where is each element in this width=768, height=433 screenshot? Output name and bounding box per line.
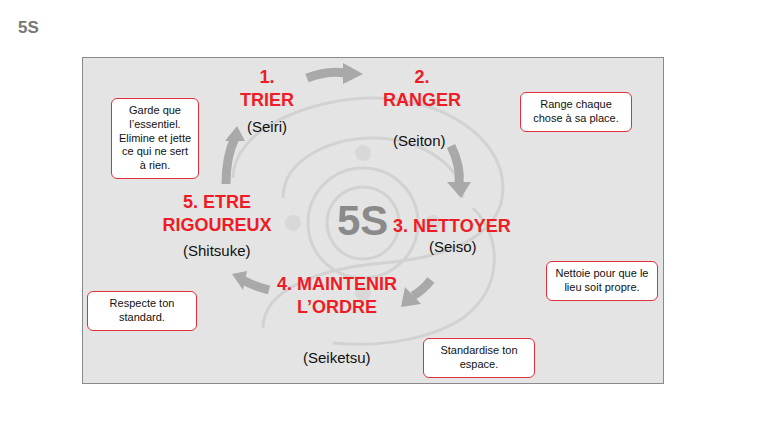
stage-heading: 2. RANGER (376, 66, 468, 113)
callout-text: Respecte ton standard. (110, 297, 175, 323)
stage-heading: 5. ETRE RIGOUREUX (152, 191, 282, 238)
stage-subtitle: (Seiton) (393, 132, 446, 149)
callout-box: Nettoie pour que le lieu soit propre. (546, 261, 658, 301)
callout-text: Standardise ton espace. (440, 344, 517, 370)
callout-box: Standardise ton espace. (423, 338, 535, 378)
stage-heading: 1. TRIER (236, 66, 298, 113)
page-title: 5S (18, 18, 39, 38)
callout-box: Garde que l’essentiel. Elimine et jette … (111, 98, 199, 179)
callout-text: Range chaque chose à sa place. (533, 98, 619, 124)
diagram-panel: 5S Garde que l’essentiel. Elimine et jett… (82, 57, 664, 384)
callout-box: Respecte ton standard. (87, 291, 197, 331)
center-label: 5S (337, 197, 388, 245)
callout-box: Range chaque chose à sa place. (520, 92, 632, 132)
stage-heading: 4. MAINTENIR L’ORDRE (277, 273, 397, 320)
stage-heading: 3. NETTOYER (393, 215, 511, 238)
stage-subtitle: (Seiso) (429, 238, 477, 255)
stage-subtitle: (Shitsuke) (183, 242, 251, 259)
stage-subtitle: (Seiri) (247, 118, 287, 135)
callout-text: Garde que l’essentiel. Elimine et jette … (119, 104, 191, 171)
callout-text: Nettoie pour que le lieu soit propre. (556, 267, 649, 293)
stage-subtitle: (Seiketsu) (303, 349, 371, 366)
